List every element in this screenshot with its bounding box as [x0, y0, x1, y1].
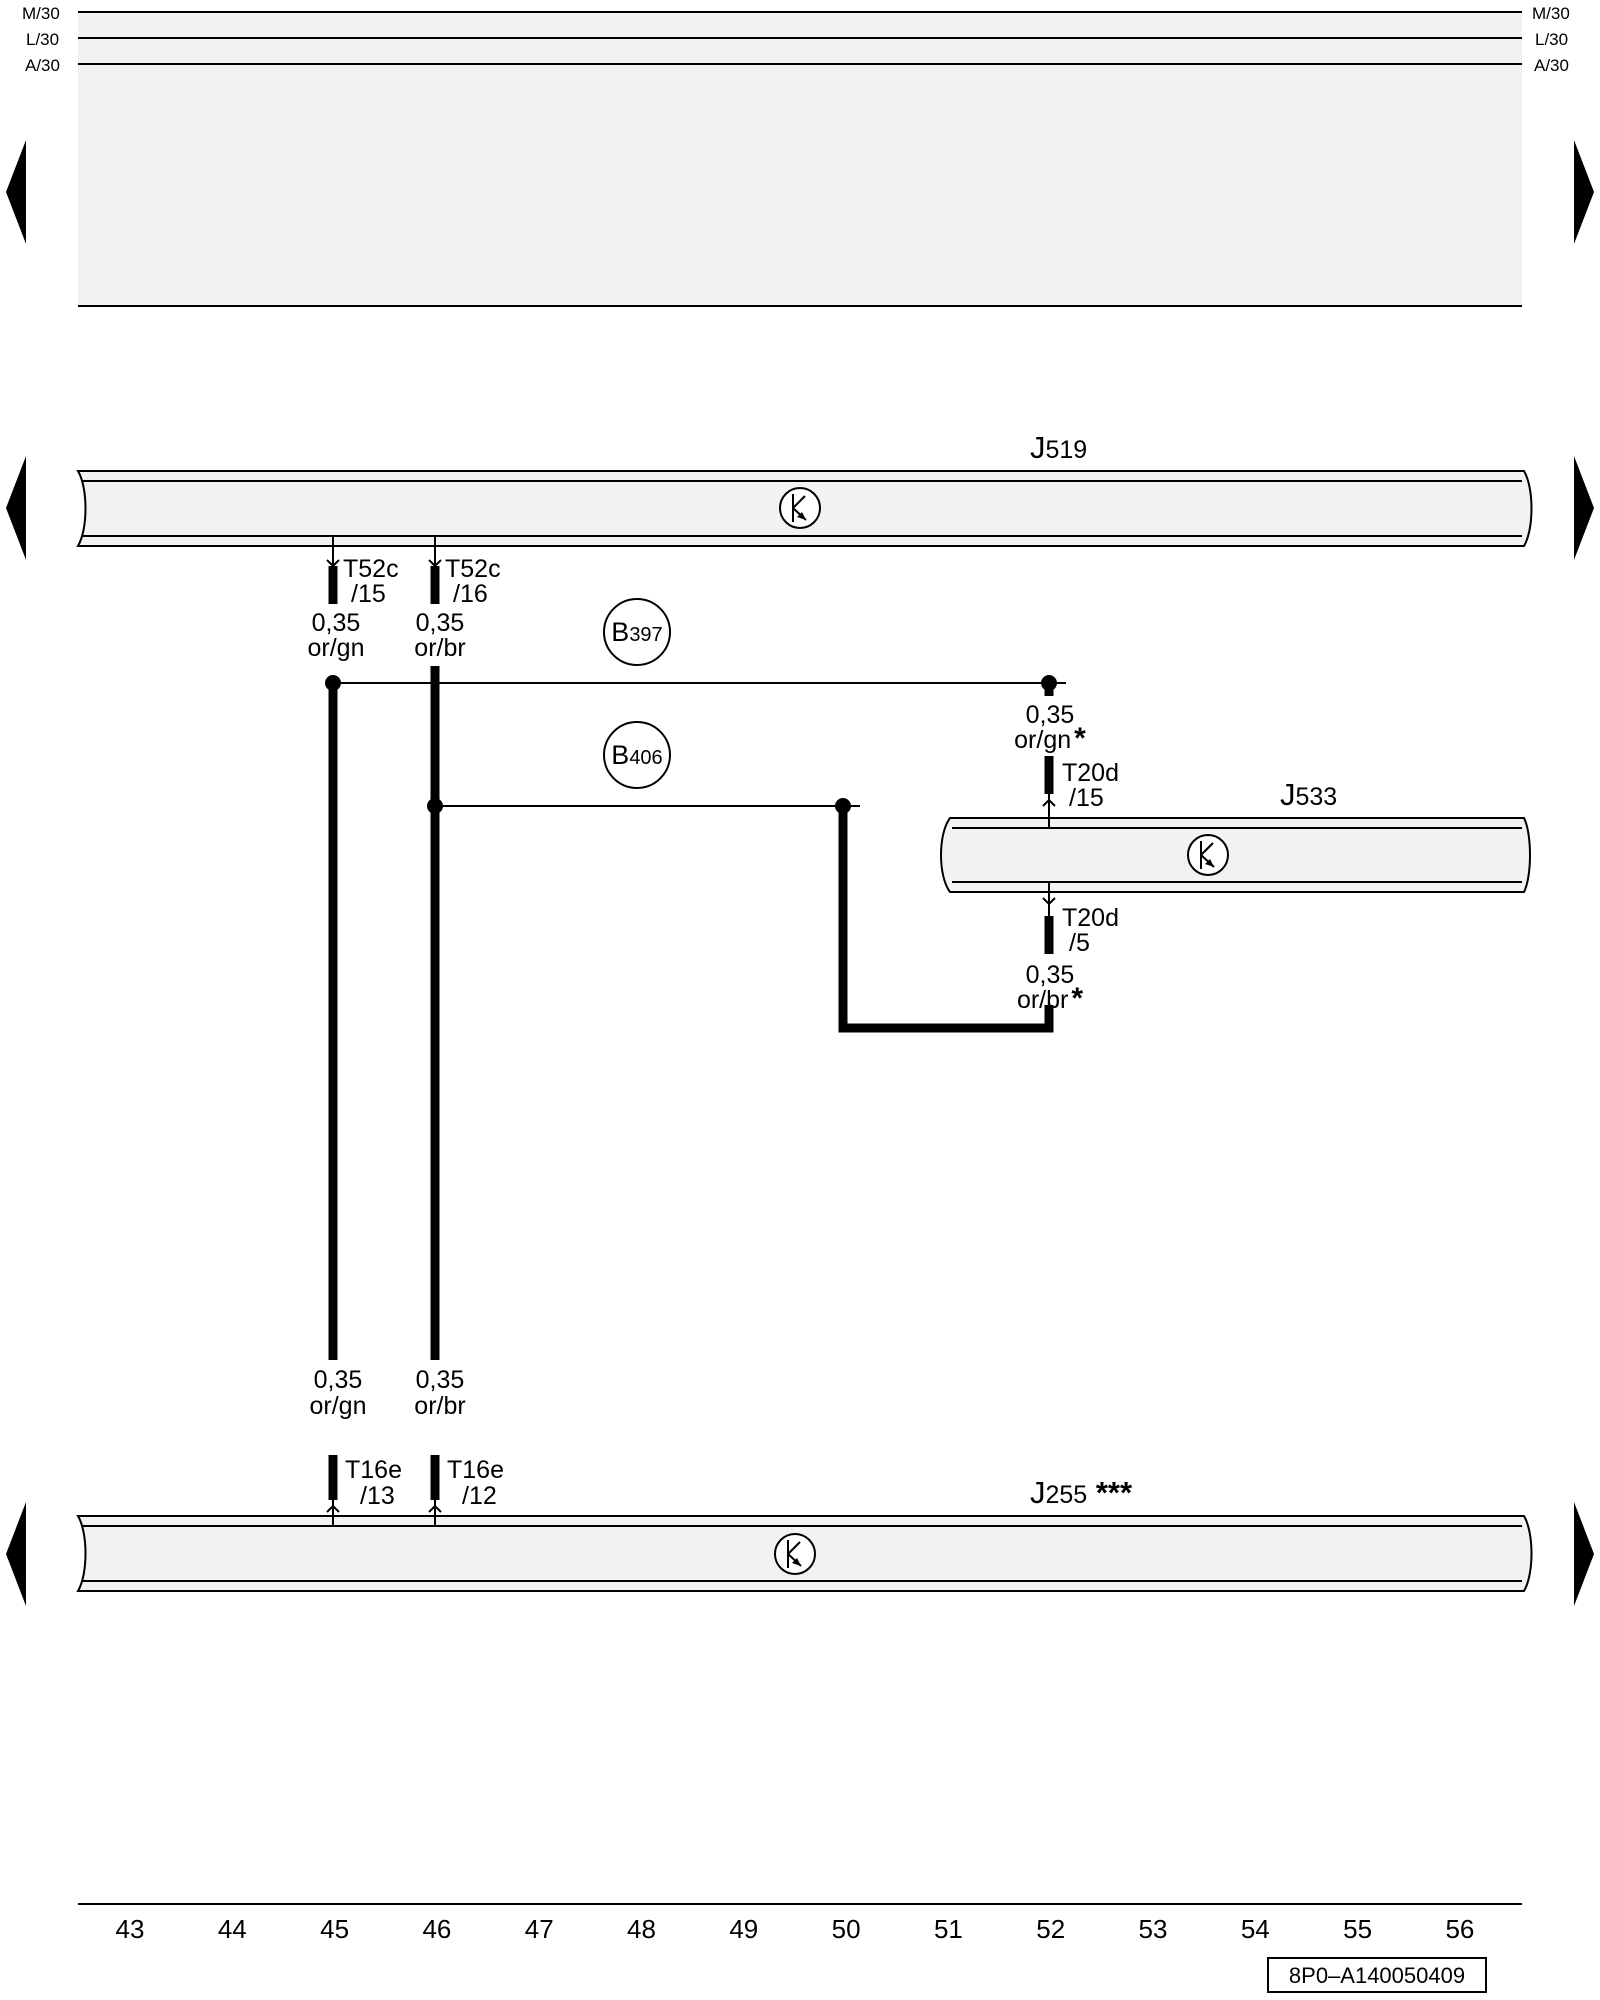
pin-arrow-t52c-15 — [326, 559, 340, 568]
connector-t16e-12-name: T16e — [447, 1456, 504, 1484]
connector-t52c-15-name: T52c — [343, 555, 399, 583]
b397-prefix: B — [611, 617, 629, 647]
column-number: 49 — [729, 1914, 758, 1944]
page-left-arrow-j255[interactable] — [6, 1502, 26, 1606]
connector-t20d-15-pin: /15 — [1069, 784, 1104, 812]
svg-text:B397: B397 — [611, 617, 662, 647]
page-right-arrow-j255[interactable] — [1574, 1502, 1594, 1606]
wire-45-top-color: or/gn — [308, 634, 365, 662]
connector-t16e-13-pin: /13 — [360, 1482, 395, 1510]
pin-arrow-t52c-16 — [428, 559, 442, 568]
j255-number: 255 — [1046, 1481, 1088, 1509]
wire-45-top-size: 0,35 — [312, 609, 361, 637]
b406-number: 406 — [629, 747, 662, 769]
pin-arrow-t16e-13 — [326, 1504, 340, 1513]
connector-t52c-16-name: T52c — [445, 555, 501, 583]
rail-label-a30-right: A/30 — [1534, 56, 1569, 75]
connector-t20d-5-name: T20d — [1062, 904, 1119, 932]
column-number: 54 — [1241, 1914, 1270, 1944]
pin-arrow-t20d-5 — [1042, 897, 1056, 906]
component-j533 — [940, 817, 1531, 893]
wire-52-top-size: 0,35 — [1026, 701, 1075, 729]
j519-prefix: J — [1030, 430, 1046, 465]
column-number: 55 — [1343, 1914, 1372, 1944]
component-label-j255: J255 *** — [1030, 1475, 1133, 1510]
wire-46-bottom-color: or/br — [414, 1392, 465, 1420]
rail-label-m30-right: M/30 — [1532, 4, 1570, 23]
column-number: 45 — [320, 1914, 349, 1944]
component-label-j533: J533 — [1280, 777, 1337, 812]
j519-number: 519 — [1046, 436, 1088, 464]
rail-label-m30-left: M/30 — [22, 4, 60, 23]
document-id-box — [1267, 1957, 1487, 1993]
junction-b406-left — [427, 798, 443, 814]
rail-panel — [78, 12, 1522, 306]
j255-suffix: *** — [1087, 1475, 1133, 1510]
connection-b397[interactable]: B397 — [603, 598, 671, 666]
connector-t52c-15-pin: /15 — [351, 580, 386, 608]
wire-52-bottom-size: 0,35 — [1026, 961, 1075, 989]
wire-b406-to-j533[interactable] — [838, 806, 1054, 1033]
connector-t52c-16-pin: /16 — [453, 580, 488, 608]
connector-t16e-13-name: T16e — [345, 1456, 402, 1484]
wire-52-top-color: or/gn* — [1014, 722, 1086, 755]
column-number: 46 — [422, 1914, 451, 1944]
wire-46-top-color: or/br — [414, 634, 465, 662]
column-number: 56 — [1445, 1914, 1474, 1944]
component-j519 — [76, 470, 1533, 547]
connection-b406[interactable]: B406 — [603, 721, 671, 789]
page-right-arrow-j519[interactable] — [1574, 456, 1594, 560]
column-number: 53 — [1139, 1914, 1168, 1944]
rail-label-a30-left: A/30 — [25, 56, 60, 75]
column-number: 50 — [832, 1914, 861, 1944]
b397-number: 397 — [629, 624, 662, 646]
rail-label-l30-right: L/30 — [1535, 30, 1568, 49]
pin-arrow-t20d-15 — [1042, 798, 1056, 807]
junction-b397-left — [325, 675, 341, 691]
component-label-j519: J519 — [1030, 430, 1087, 465]
wire-52-top-color-text: or/gn — [1014, 726, 1071, 754]
b406-prefix: B — [611, 740, 629, 770]
connector-t16e-12-pin: /12 — [462, 1482, 497, 1510]
component-j255 — [76, 1515, 1533, 1592]
svg-text:B406: B406 — [611, 740, 662, 770]
page-right-arrow-top[interactable] — [1574, 140, 1594, 244]
wire-52-top-mark: * — [1074, 722, 1086, 755]
control-unit-icon — [1187, 834, 1229, 876]
wire-52-bottom-color-text: or/br — [1017, 986, 1068, 1014]
j255-prefix: J — [1030, 1475, 1046, 1510]
j533-prefix: J — [1280, 777, 1296, 812]
wire-46-bottom-size: 0,35 — [416, 1366, 465, 1394]
column-number: 44 — [218, 1914, 247, 1944]
control-unit-icon — [779, 487, 821, 529]
wire-46-top-size: 0,35 — [416, 609, 465, 637]
connector-t20d-15-name: T20d — [1062, 759, 1119, 787]
column-number: 51 — [934, 1914, 963, 1944]
wire-52-bottom-color: or/br* — [1017, 982, 1083, 1015]
wire-45-bottom-color: or/gn — [310, 1392, 367, 1420]
document-id: 8P0–A140050409 — [1289, 1963, 1465, 1988]
pin-arrow-t16e-12 — [428, 1504, 442, 1513]
connector-t20d-5-pin: /5 — [1069, 929, 1090, 957]
column-number: 47 — [525, 1914, 554, 1944]
column-number: 52 — [1036, 1914, 1065, 1944]
page-left-arrow-j519[interactable] — [6, 456, 26, 560]
column-numbers: 43 44 45 46 47 48 49 50 51 52 53 54 55 56 — [116, 1914, 1475, 1944]
wire-45-bottom-size: 0,35 — [314, 1366, 363, 1394]
column-number: 48 — [627, 1914, 656, 1944]
page-left-arrow-top[interactable] — [6, 140, 26, 244]
control-unit-icon — [774, 1533, 816, 1575]
j533-number: 533 — [1296, 783, 1338, 811]
rail-label-l30-left: L/30 — [26, 30, 59, 49]
wire-52-bottom-mark: * — [1071, 982, 1083, 1015]
column-number: 43 — [116, 1914, 145, 1944]
